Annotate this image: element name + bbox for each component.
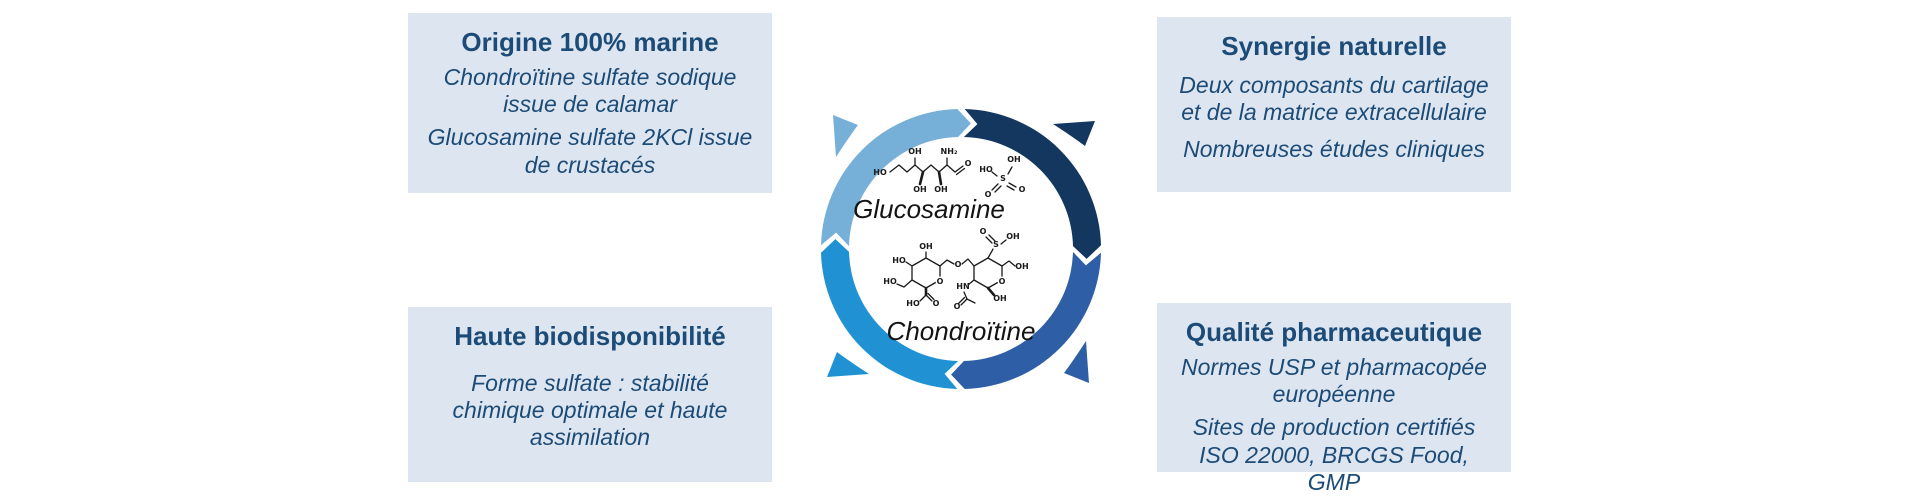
cycle-arc-arc_navy [963,109,1101,259]
atom-label: OH [1007,155,1021,164]
atom-label: O [1019,185,1026,194]
atom-label: O [965,159,972,168]
atom-label: O [955,260,962,269]
feature-text-sites-certifies: Sites de production certifiés ISO 22000,… [1192,414,1476,495]
atom-label: HN [956,282,969,291]
cycle-dart-arc_navy [1053,121,1095,146]
cycle-arc-arc_bright_blue [821,239,959,389]
cycle-dart-arc_medium_blue [1064,341,1089,383]
atom-label: O [933,299,940,308]
atom-label: O [985,190,992,199]
feature-title-biodisponibilite: Haute biodisponibilité [454,321,726,351]
atom-label: OH [919,242,933,251]
atom-label: O [999,277,1006,286]
chondroitine-label: Chondroïtine [887,316,1036,346]
atom-label: HO [873,168,887,177]
atom-label: O [954,302,961,311]
feature-box-synergie-naturelle: Synergie naturelle Deux composants du ca… [1157,17,1511,192]
feature-title-qualite-pharmaceutique: Qualité pharmaceutique [1185,317,1483,347]
feature-box-origine-marine: Origine 100% marine Chondroïtine sulfate… [408,13,772,193]
atom-label: OH [1006,232,1020,241]
feature-box-biodisponibilite: Haute biodisponibilité Forme sulfate : s… [408,307,772,482]
cycle-arrow-ring [821,109,1101,389]
atom-label: HO [906,299,920,308]
atom-label: O [980,227,987,236]
atom-label: S [993,240,999,249]
atom-label: NH₂ [941,147,958,156]
atom-label: OH [993,294,1007,303]
atom-label: HO [892,256,906,265]
feature-title-synergie-naturelle: Synergie naturelle [1221,31,1447,61]
atom-label: OH [1015,262,1029,271]
atom-label: HO [883,277,897,286]
feature-title-origine-marine: Origine 100% marine [461,27,719,57]
atom-label: OH [908,147,922,156]
atom-label: OH [934,185,948,194]
cycle-arc-arc_light_blue [821,109,971,247]
feature-text-forme-sulfate: Forme sulfate : stabilité chimique optim… [452,370,728,451]
atom-label: HO [979,165,993,174]
glucosamine-structure: HO OH NH₂ OH OH O [873,147,971,194]
feature-text-chondroitine-source: Chondroïtine sulfate sodique issue de ca… [443,64,737,118]
feature-text-glucosamine-source: Glucosamine sulfate 2KCl issue de crusta… [427,124,753,178]
atom-label: S [1000,174,1006,183]
feature-text-composants-cartilage: Deux composants du cartilage et de la ma… [1179,72,1489,126]
cycle-arc-arc_medium_blue [951,251,1101,389]
cycle-arrowheads [827,115,1095,383]
atom-label: OH [913,185,927,194]
glucosamine-label: Glucosamine [853,194,1005,224]
feature-text-normes-usp: Normes USP et pharmacopée européenne [1181,354,1487,408]
feature-text-etudes-cliniques: Nombreuses études cliniques [1183,136,1485,163]
cycle-dart-arc_light_blue [833,115,858,157]
feature-box-qualite-pharmaceutique: Qualité pharmaceutique Normes USP et pha… [1157,303,1511,495]
atom-label: O [937,277,944,286]
cycle-dart-arc_bright_blue [827,352,869,377]
